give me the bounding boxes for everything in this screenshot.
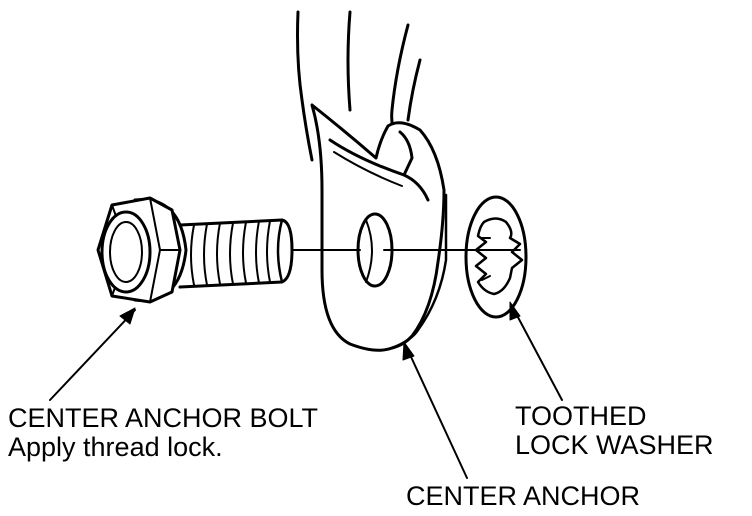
bolt-shank (178, 218, 294, 289)
bolt-threads (190, 220, 271, 286)
center-anchor-bolt (96, 196, 294, 304)
washer-teeth (474, 217, 524, 296)
toothed-lock-washer (464, 195, 528, 319)
leader-lines (49, 301, 563, 479)
center-anchor-bolt-title: CENTER ANCHOR BOLT (8, 403, 319, 433)
center-anchor-bracket (296, 10, 448, 352)
center-anchor-bolt-label: CENTER ANCHOR BOLT Apply thread lock. (8, 404, 318, 462)
thread-lock-note: Apply thread lock. (8, 432, 223, 462)
toothed-lock-washer-label: TOOTHED LOCK WASHER (515, 402, 714, 460)
washer-label-line1: TOOTHED (515, 401, 647, 431)
center-anchor-title: CENTER ANCHOR (406, 481, 641, 511)
washer-label-line2: LOCK WASHER (515, 430, 714, 460)
center-anchor-label: CENTER ANCHOR (406, 482, 640, 511)
